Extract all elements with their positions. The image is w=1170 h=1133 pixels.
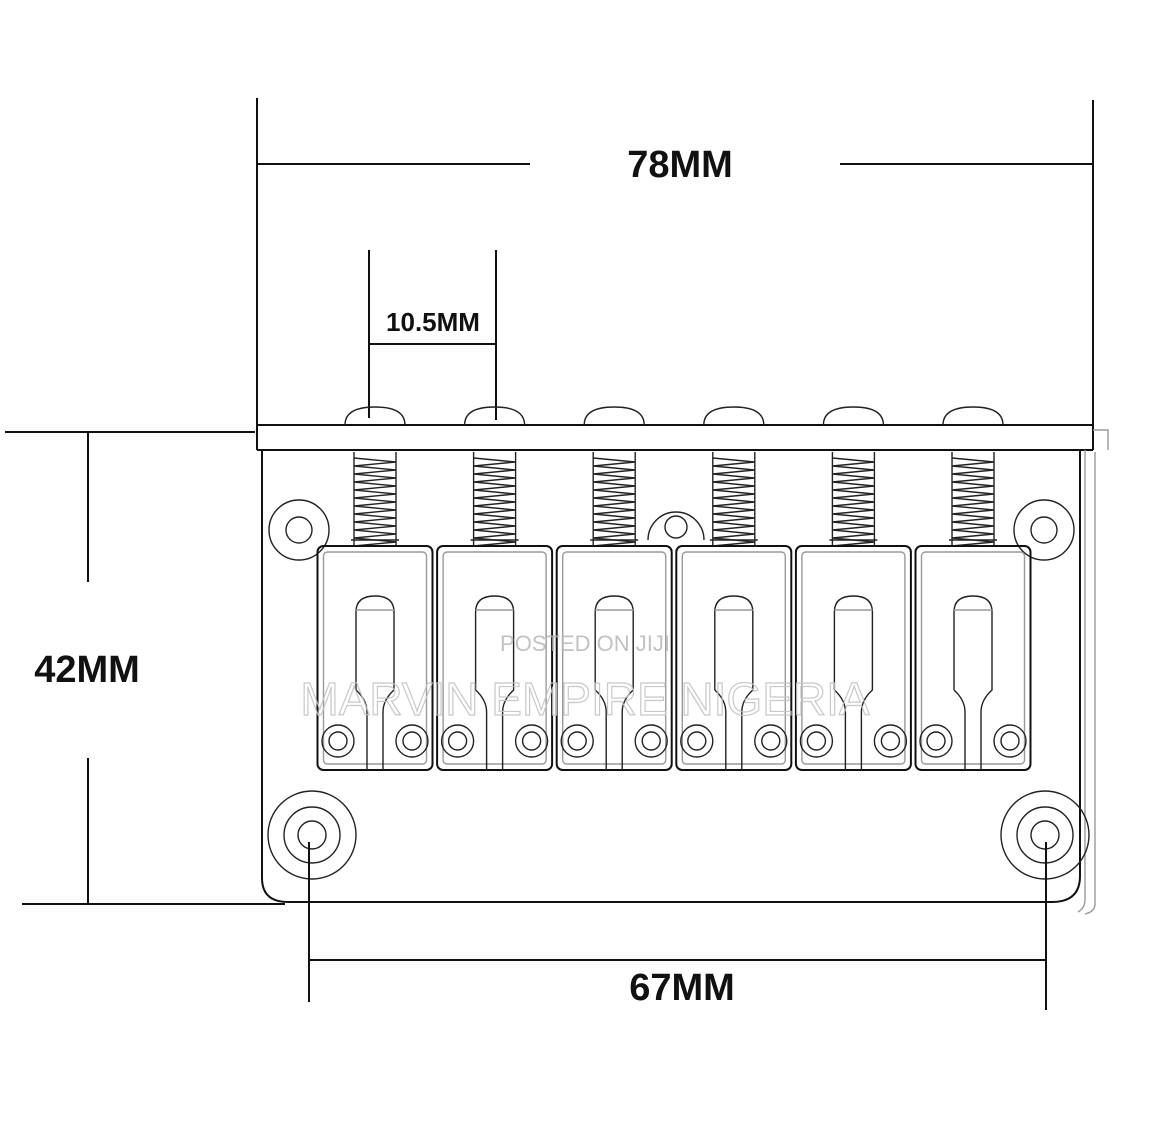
screw-head [463, 406, 526, 426]
saddle-body [436, 545, 554, 771]
height-screw-right [395, 724, 429, 758]
saddles [316, 406, 1032, 771]
mount-hole-spacing-label: 67MM [629, 967, 735, 1009]
watermark-line-1: POSTED ON JIJI [500, 631, 670, 656]
saddle-4 [675, 406, 793, 771]
spring [829, 452, 878, 547]
screw-head [942, 406, 1004, 426]
saddle-body [675, 545, 793, 771]
height-screw-right [993, 724, 1027, 758]
dimension-saddle-spacing: 10.5MM [368, 250, 497, 420]
saddle-slot [355, 595, 395, 770]
height-screw-left [321, 724, 355, 758]
saddle-spacing-label: 10.5MM [386, 307, 480, 337]
watermark: POSTED ON JIJI MARVIN EMPIRE NIGERIA [300, 631, 871, 726]
saddle-body [914, 545, 1032, 771]
dimension-height: 42MM [5, 431, 285, 905]
height-screw-left [680, 724, 714, 758]
watermark-line-2: MARVIN EMPIRE NIGERIA [300, 673, 869, 725]
spring [470, 452, 519, 547]
saddle-body [794, 545, 912, 771]
spring [590, 452, 639, 547]
saddle-slot [953, 595, 993, 770]
bridge-plate [256, 424, 1109, 915]
screw-head [344, 406, 406, 426]
saddle-2 [436, 406, 554, 771]
height-screw-left [799, 724, 834, 758]
height-screw-left [919, 724, 953, 758]
saddle-6 [914, 406, 1032, 771]
plate-outline [261, 450, 1081, 903]
mount-hole-top-right [1013, 499, 1075, 561]
height-screw-right [514, 724, 549, 758]
spring [709, 452, 758, 547]
dimension-mount-hole-spacing: 67MM [308, 842, 1047, 1010]
screw-head [583, 406, 645, 426]
saddle-slot [833, 595, 874, 770]
overall-width-label: 78MM [627, 144, 733, 186]
saddle-3 [555, 406, 673, 771]
mounting-holes [267, 499, 1090, 880]
saddle-slot [594, 595, 634, 770]
height-screw-left [440, 724, 475, 758]
spring [949, 452, 997, 547]
height-screw-right [873, 724, 908, 758]
saddle-slot [714, 595, 754, 770]
height-label: 42MM [34, 649, 140, 691]
height-screw-right [634, 724, 668, 758]
mount-hole-top-left [268, 499, 330, 561]
spring [351, 452, 399, 547]
mount-hole-center [647, 511, 705, 541]
height-screw-left [560, 724, 594, 758]
saddle-5 [794, 406, 912, 771]
mount-hole-bottom-left [267, 790, 357, 880]
saddle-body [316, 545, 434, 771]
saddle-1 [316, 406, 434, 771]
screw-head [703, 406, 765, 426]
screw-head [822, 406, 885, 426]
height-screw-right [754, 724, 788, 758]
saddle-body [555, 545, 673, 771]
saddle-slot [474, 595, 515, 770]
dimension-overall-width: 78MM [256, 98, 1094, 425]
